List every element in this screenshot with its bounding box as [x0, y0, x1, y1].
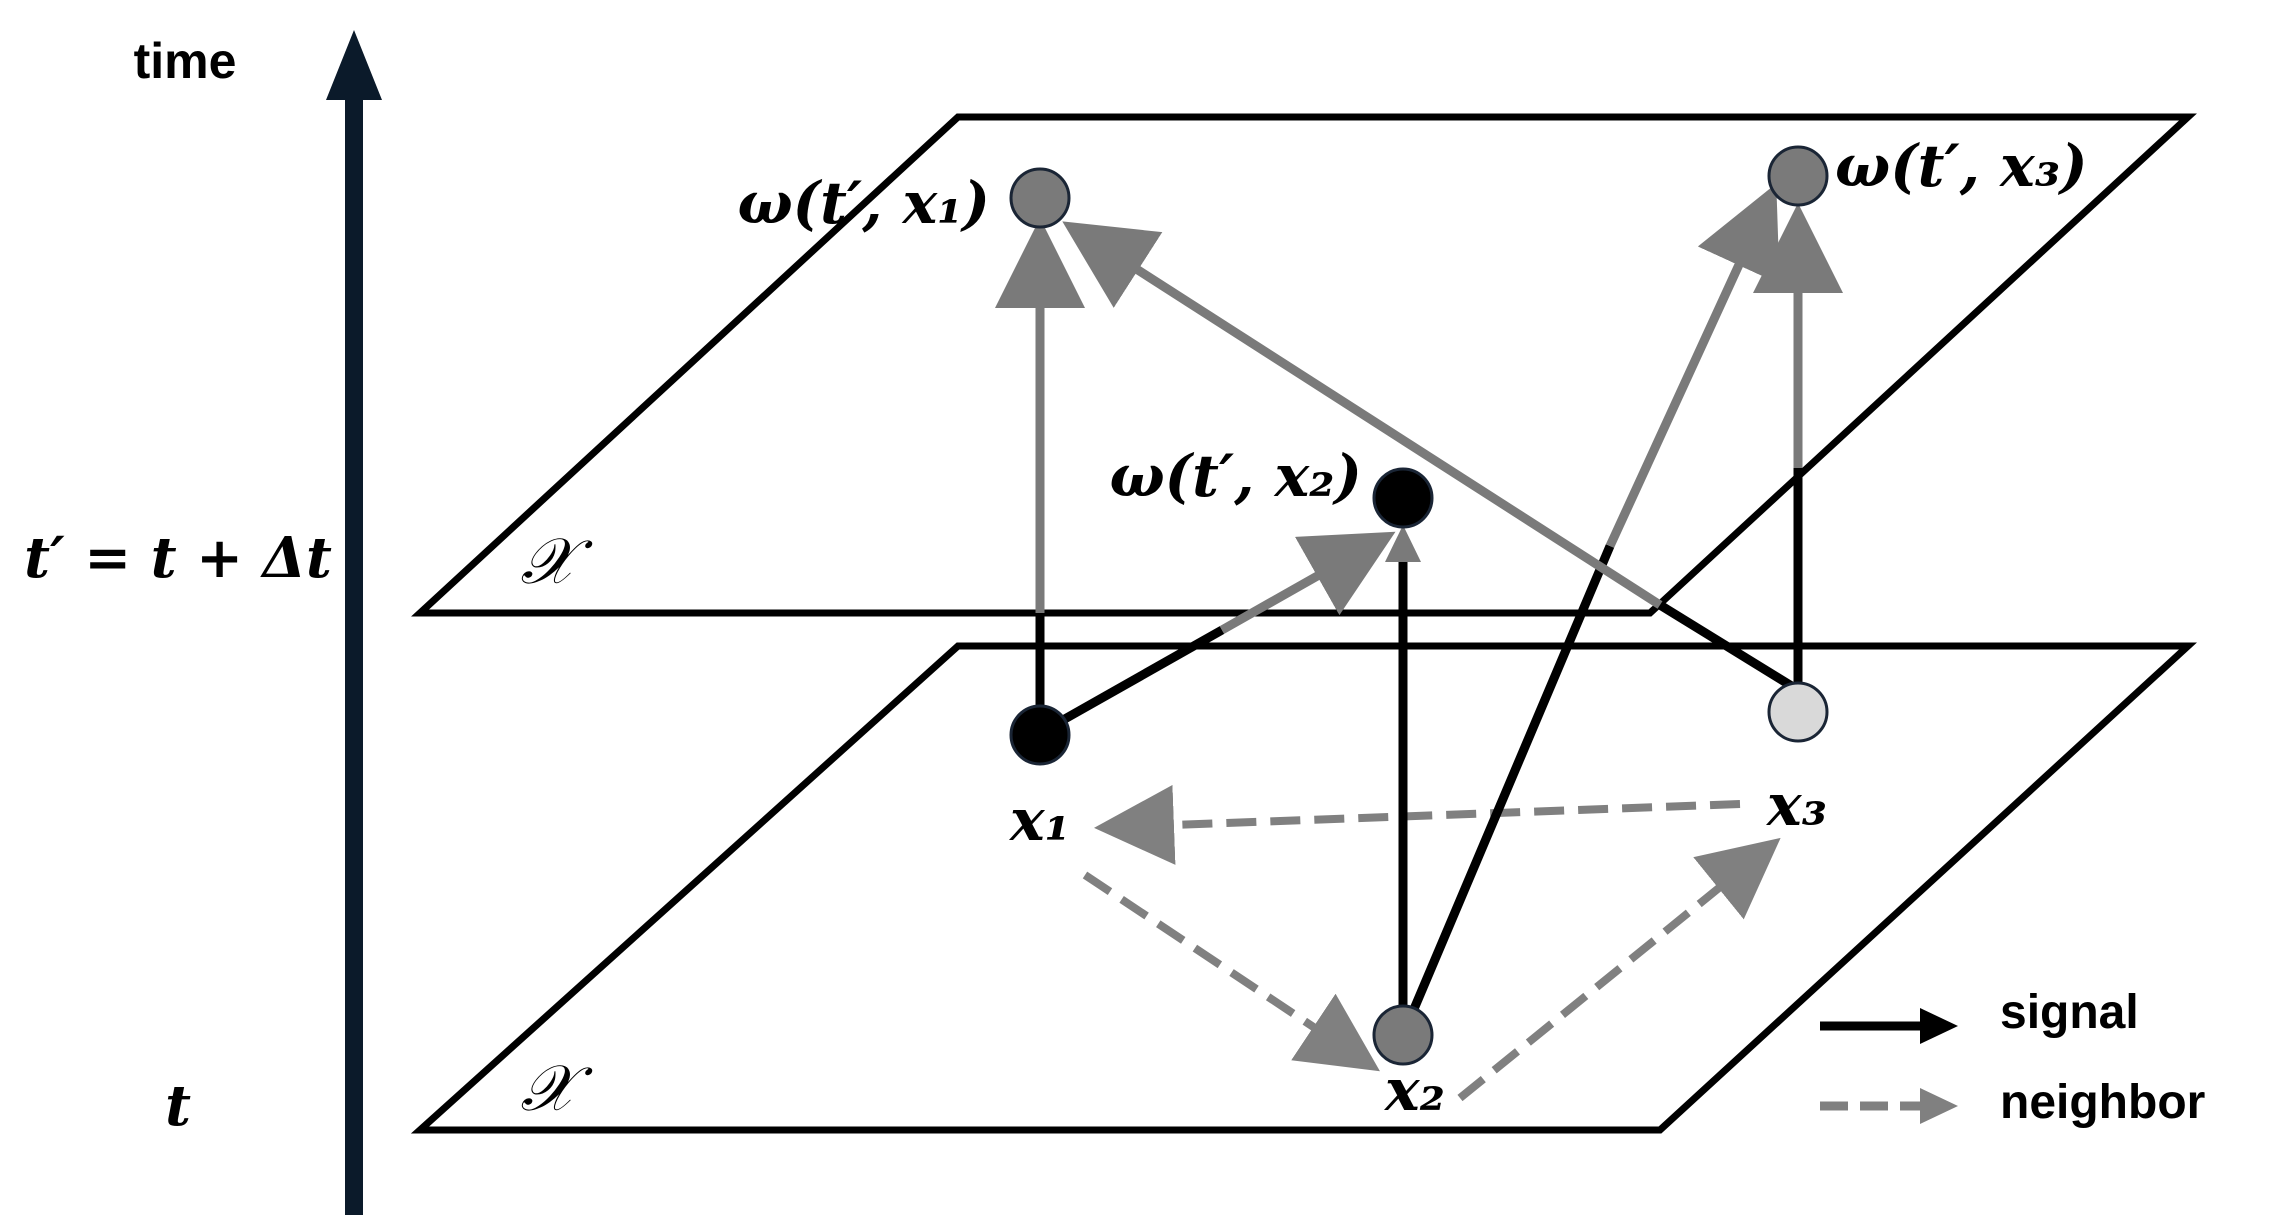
signal-x2-to-x3-upper: [1605, 183, 1780, 548]
label-top-x1: ω(t′, x₁): [737, 169, 990, 237]
legend-signal-label: signal: [2000, 986, 2139, 1039]
position-x1: x₁: [1008, 786, 1070, 854]
neighbor-arrow-x1-to-x2: [1082, 871, 1380, 1072]
node-top-x3: [1767, 145, 1829, 207]
label-top-x3: ω(t′, x₃): [1835, 132, 2088, 200]
node-top-x2: [1372, 467, 1434, 529]
bottom-plane-label: 𝒳: [520, 1052, 593, 1126]
signal-x1-to-x2-lower: [1037, 626, 1225, 737]
bottom-plane: [410, 642, 2197, 1134]
signal-x3-to-x1-lower: [1657, 601, 1801, 694]
node-top-x1: [1009, 167, 1071, 229]
position-x3: x₃: [1765, 771, 1827, 839]
legend: signal neighbor: [1820, 986, 2205, 1129]
position-x2: x₂: [1383, 1056, 1445, 1124]
top-plane-label: 𝒳: [520, 525, 593, 599]
label-top-x2: ω(t′, x₂): [1109, 442, 1362, 510]
legend-signal-arrowhead: [1920, 1008, 1958, 1044]
neighbor-arrow-x2-to-x3: [1457, 837, 1781, 1102]
time-axis-title: time: [134, 33, 237, 89]
time-axis-arrowhead: [326, 30, 382, 100]
node-bottom-x1: [1009, 704, 1071, 766]
neighbor-arrow-x3-to-x1: [1094, 784, 1741, 865]
top-plane: [411, 113, 2197, 617]
signal-x2-vertical-head: [1385, 525, 1421, 562]
legend-neighbor-label: neighbor: [2000, 1076, 2205, 1129]
legend-neighbor-arrowhead: [1920, 1088, 1958, 1124]
signal-x2-to-x3-lower: [1398, 544, 1615, 1037]
time-tick-bottom: t: [165, 1073, 191, 1139]
time-tick-top: t′ = t + Δt: [24, 525, 332, 591]
node-bottom-x2: [1372, 1004, 1434, 1066]
signal-x1-to-x2-upper: [1219, 531, 1396, 634]
node-bottom-x3: [1767, 681, 1829, 743]
signal-x3-to-x1-upper: [1062, 221, 1663, 609]
